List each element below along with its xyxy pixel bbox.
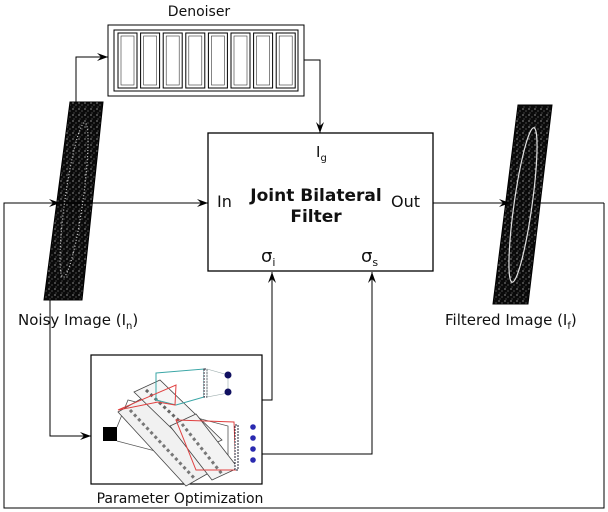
guide-label: Ig [316, 143, 327, 164]
noisy-image-label: Noisy Image (In) [18, 311, 138, 332]
cnn-input-patch [103, 427, 117, 441]
filter-in-label: In [217, 192, 232, 211]
denoiser-cell-inner [278, 35, 293, 86]
filtered-image: Filtered Image (If) [445, 104, 577, 332]
filter-out-label: Out [391, 192, 420, 211]
sigma-i-label: σi [261, 246, 275, 269]
parameter-optimization-block: Parameter Optimization [90, 354, 264, 507]
denoiser-cells [117, 32, 296, 89]
cnn-teal-connector [155, 368, 205, 406]
output-node-sigma-s-d [250, 457, 256, 463]
fc-layer-bottom [234, 424, 239, 471]
denoiser-cell [207, 32, 228, 89]
output-node-sigma-s-c [250, 446, 256, 452]
feedback-loop [3, 199, 605, 509]
cnn-red-connector-top [117, 384, 177, 411]
denoiser-cell [275, 32, 296, 89]
noisy-to-denoiser-arrow [75, 53, 108, 102]
filtered-image-thumbnail [492, 104, 553, 305]
param-opt-to-sigma-i-arrow [262, 272, 276, 401]
denoiser-to-guide-arrow [304, 59, 324, 133]
denoiser-cell [230, 32, 251, 89]
filtered-image-texture [508, 127, 538, 283]
denoiser-cell-inner [233, 35, 248, 86]
noisy-image-texture [59, 122, 89, 278]
param-opt-to-sigma-s-arrow [262, 272, 376, 455]
noisy-image: Noisy Image (In) [18, 101, 138, 332]
output-node-sigma-s-a [250, 424, 256, 430]
denoiser-block: Denoiser [107, 4, 305, 97]
noisy-to-param-opt-arrow [49, 300, 91, 440]
denoiser-cell-inner [256, 35, 270, 86]
denoiser-cell-inner [165, 35, 180, 86]
denoiser-cell [253, 32, 274, 89]
noisy-image-subscript: n [126, 321, 132, 332]
noisy-image-thumbnail [43, 101, 104, 301]
joint-bilateral-filter-block: Joint Bilateral Filter In Out Ig σi σs [207, 132, 434, 272]
denoiser-cell [140, 32, 161, 89]
denoiser-cell [162, 32, 183, 89]
output-node-sigma-i-a [224, 371, 232, 379]
denoiser-cell [185, 32, 206, 89]
output-node-sigma-s-b [250, 435, 256, 441]
denoiser-cell-inner [211, 35, 225, 86]
filtered-image-subscript: f [567, 321, 571, 332]
filtered-image-label: Filtered Image (If) [445, 311, 577, 332]
denoiser-cell-inner [143, 35, 157, 86]
denoiser-label: Denoiser [168, 4, 231, 20]
filter-title-line2: Filter [290, 207, 342, 227]
connections [3, 53, 605, 509]
denoiser-cell-inner [120, 35, 135, 86]
param-opt-label: Parameter Optimization [97, 491, 264, 507]
filter-title-line1: Joint Bilateral [249, 186, 381, 206]
sigma-i-subscript: i [272, 256, 275, 269]
filter-box [207, 132, 434, 272]
fc-layer-top [203, 368, 208, 398]
output-node-sigma-i-b [224, 388, 232, 396]
sigma-s-subscript: s [372, 256, 378, 269]
denoiser-cell [117, 32, 138, 89]
guide-subscript: g [320, 153, 326, 164]
sigma-s-label: σs [361, 246, 378, 269]
denoiser-cell-inner [188, 35, 203, 86]
